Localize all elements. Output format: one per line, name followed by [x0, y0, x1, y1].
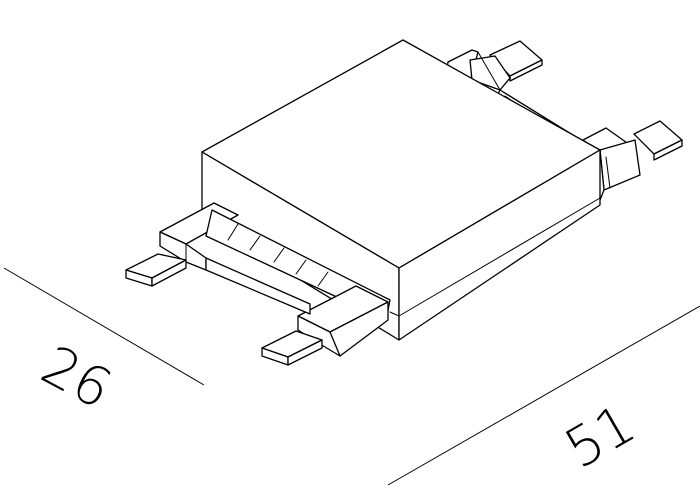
dimension-length: 51	[387, 305, 700, 486]
front-clip	[159, 202, 391, 357]
pin-front-right	[261, 330, 323, 366]
dimension-label-length: 51	[555, 392, 646, 481]
pin-front-left	[125, 253, 187, 287]
dimension-line-width	[3, 267, 205, 386]
dimension-width: 26	[3, 267, 205, 421]
connector-housing	[201, 39, 601, 341]
dimension-line-length	[387, 305, 700, 486]
dimension-label-width: 26	[32, 333, 122, 421]
pin-back-bottom	[582, 120, 683, 191]
